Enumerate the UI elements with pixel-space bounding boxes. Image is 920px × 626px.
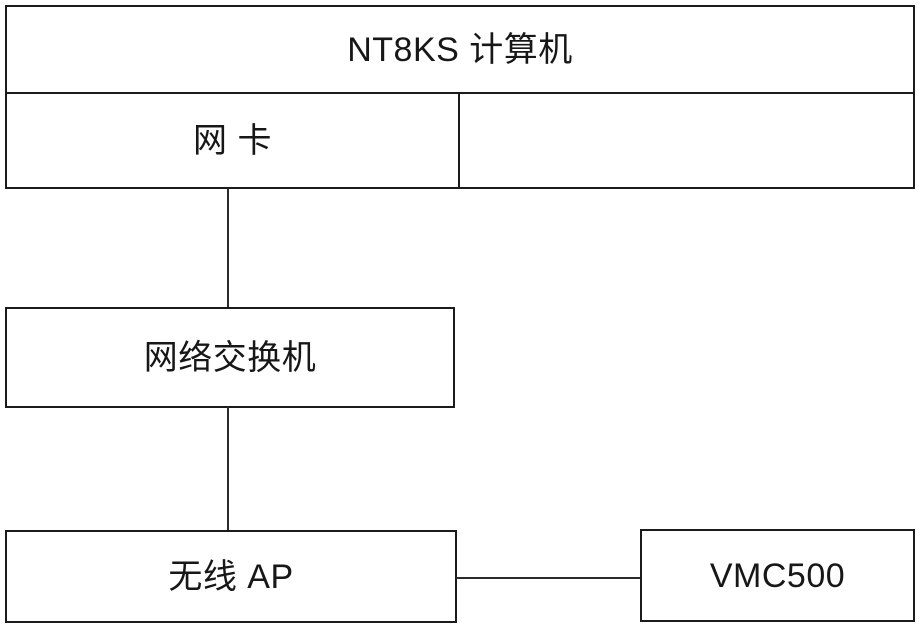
connector-switch-to-ap [227,407,229,531]
node-network-card-spare-cell [460,94,913,187]
nic-row: 网 卡 [5,92,915,189]
node-vmc500-label: VMC500 [709,556,846,595]
node-network-card: 网 卡 [7,94,460,187]
connector-ap-to-vmc [456,577,641,579]
node-computer: NT8KS 计算机 [5,5,915,94]
connector-nic-to-switch [227,188,229,309]
node-network-switch: 网络交换机 [5,307,455,408]
node-computer-label: NT8KS 计算机 [347,30,573,69]
node-wireless-ap-label: 无线 AP [168,557,294,596]
node-vmc500: VMC500 [640,529,915,622]
node-wireless-ap: 无线 AP [5,530,457,623]
node-network-switch-label: 网络交换机 [143,338,317,377]
node-network-card-label: 网 卡 [193,121,272,160]
